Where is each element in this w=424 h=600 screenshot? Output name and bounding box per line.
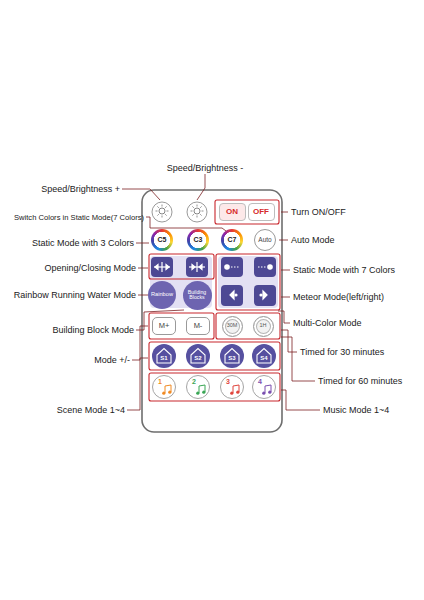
button-text: C3 (194, 236, 203, 243)
remote-button: 2 (186, 375, 210, 399)
remote-button: ON (219, 203, 246, 221)
remote-button: 4 (252, 375, 276, 399)
music-note-icon (187, 376, 211, 400)
button-text: 30M (227, 323, 238, 329)
button-text: M- (194, 322, 203, 330)
callout-label: Music Mode 1~4 (323, 405, 389, 415)
music-note-icon (253, 376, 277, 400)
callout-label: Auto Mode (291, 235, 335, 245)
button-text: C7 (228, 236, 237, 243)
callout-label: Building Block Mode (52, 325, 134, 335)
remote-button: S1 (152, 344, 176, 368)
button-text: 3 (226, 378, 230, 385)
button-text: 1H (259, 323, 266, 329)
callout-label: Timed for 60 minutes (318, 376, 402, 386)
button-panel (218, 256, 278, 308)
button-text: S4 (260, 355, 267, 361)
button-text: 4 (258, 378, 262, 385)
remote-button: Building Blocks (183, 281, 212, 310)
callout-label: Static Mode with 7 Colors (293, 265, 395, 275)
music-note-icon (153, 376, 177, 400)
callout-label: Switch Colors in Static Mode(7 Colors) (14, 213, 144, 222)
callout-label: Static Mode with 3 Colors (32, 238, 134, 248)
remote-button: M+ (152, 317, 176, 335)
callout-label: Multi-Color Mode (293, 318, 362, 328)
group-box (149, 200, 280, 401)
remote-button: Rainbow (148, 281, 176, 309)
button-text: S3 (228, 355, 235, 361)
remote-button: OFF (248, 203, 275, 221)
remote-button: C3 (187, 229, 209, 251)
callout-label: Rainbow Running Water Mode (14, 290, 136, 300)
button-text: Rainbow (151, 292, 173, 298)
callout-label: Speed/Brightness - (167, 163, 244, 173)
button-text: C5 (158, 236, 167, 243)
button-text: 2 (192, 378, 196, 385)
button-text: S2 (194, 355, 201, 361)
callout-label: Timed for 30 minutes (300, 347, 384, 357)
music-note-icon (221, 376, 245, 400)
button-text: 1 (158, 378, 162, 385)
callout-label: Opening/Closing Mode (44, 263, 136, 273)
remote-button: 1H (253, 316, 274, 337)
callout-label: Speed/Brightness + (41, 184, 120, 194)
button-text: OFF (253, 208, 269, 216)
remote-button: S2 (186, 344, 210, 368)
remote-button: M- (186, 317, 210, 335)
callout-label: Mode +/- (94, 355, 130, 365)
callout-label: Turn ON/OFF (291, 207, 346, 217)
button-text: M+ (159, 322, 170, 330)
remote-button: 3 (220, 375, 244, 399)
remote-button: Auto (254, 229, 276, 251)
button-text: S1 (160, 355, 167, 361)
remote-button: C7 (221, 229, 243, 251)
sun-buttons (152, 202, 207, 222)
remote-button: C5 (151, 229, 173, 251)
button-text: Building Blocks (183, 290, 212, 301)
remote-button: 1 (152, 375, 176, 399)
leader-line (122, 174, 320, 410)
callout-label: Meteor Mode(left/right) (293, 292, 384, 302)
button-text: ON (226, 208, 238, 216)
button-text: Auto (258, 237, 271, 244)
remote-button: S4 (252, 344, 276, 368)
remote-button: S3 (220, 344, 244, 368)
remote-button: 30M (222, 316, 243, 337)
callout-label: Scene Mode 1~4 (57, 405, 125, 415)
